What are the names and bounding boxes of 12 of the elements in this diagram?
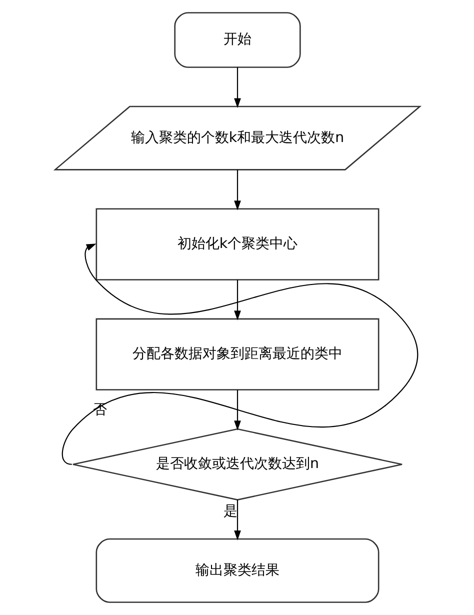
node-box: 开始 (174, 12, 300, 68)
arrow (234, 280, 240, 320)
edge-label: 是 (222, 503, 237, 520)
node-box: 分配各数据对象到距离最近的类中 (95, 318, 379, 390)
arrow (234, 500, 240, 540)
node-box: 初始化k个聚类中心 (95, 208, 379, 280)
arrow (234, 390, 240, 430)
arrow (234, 67, 240, 108)
node-diamond: 是否收敛或迭代次数达到n (72, 428, 402, 500)
node-box: 输出聚类结果 (95, 538, 379, 603)
arrow (61, 244, 418, 465)
arrow (234, 170, 240, 210)
